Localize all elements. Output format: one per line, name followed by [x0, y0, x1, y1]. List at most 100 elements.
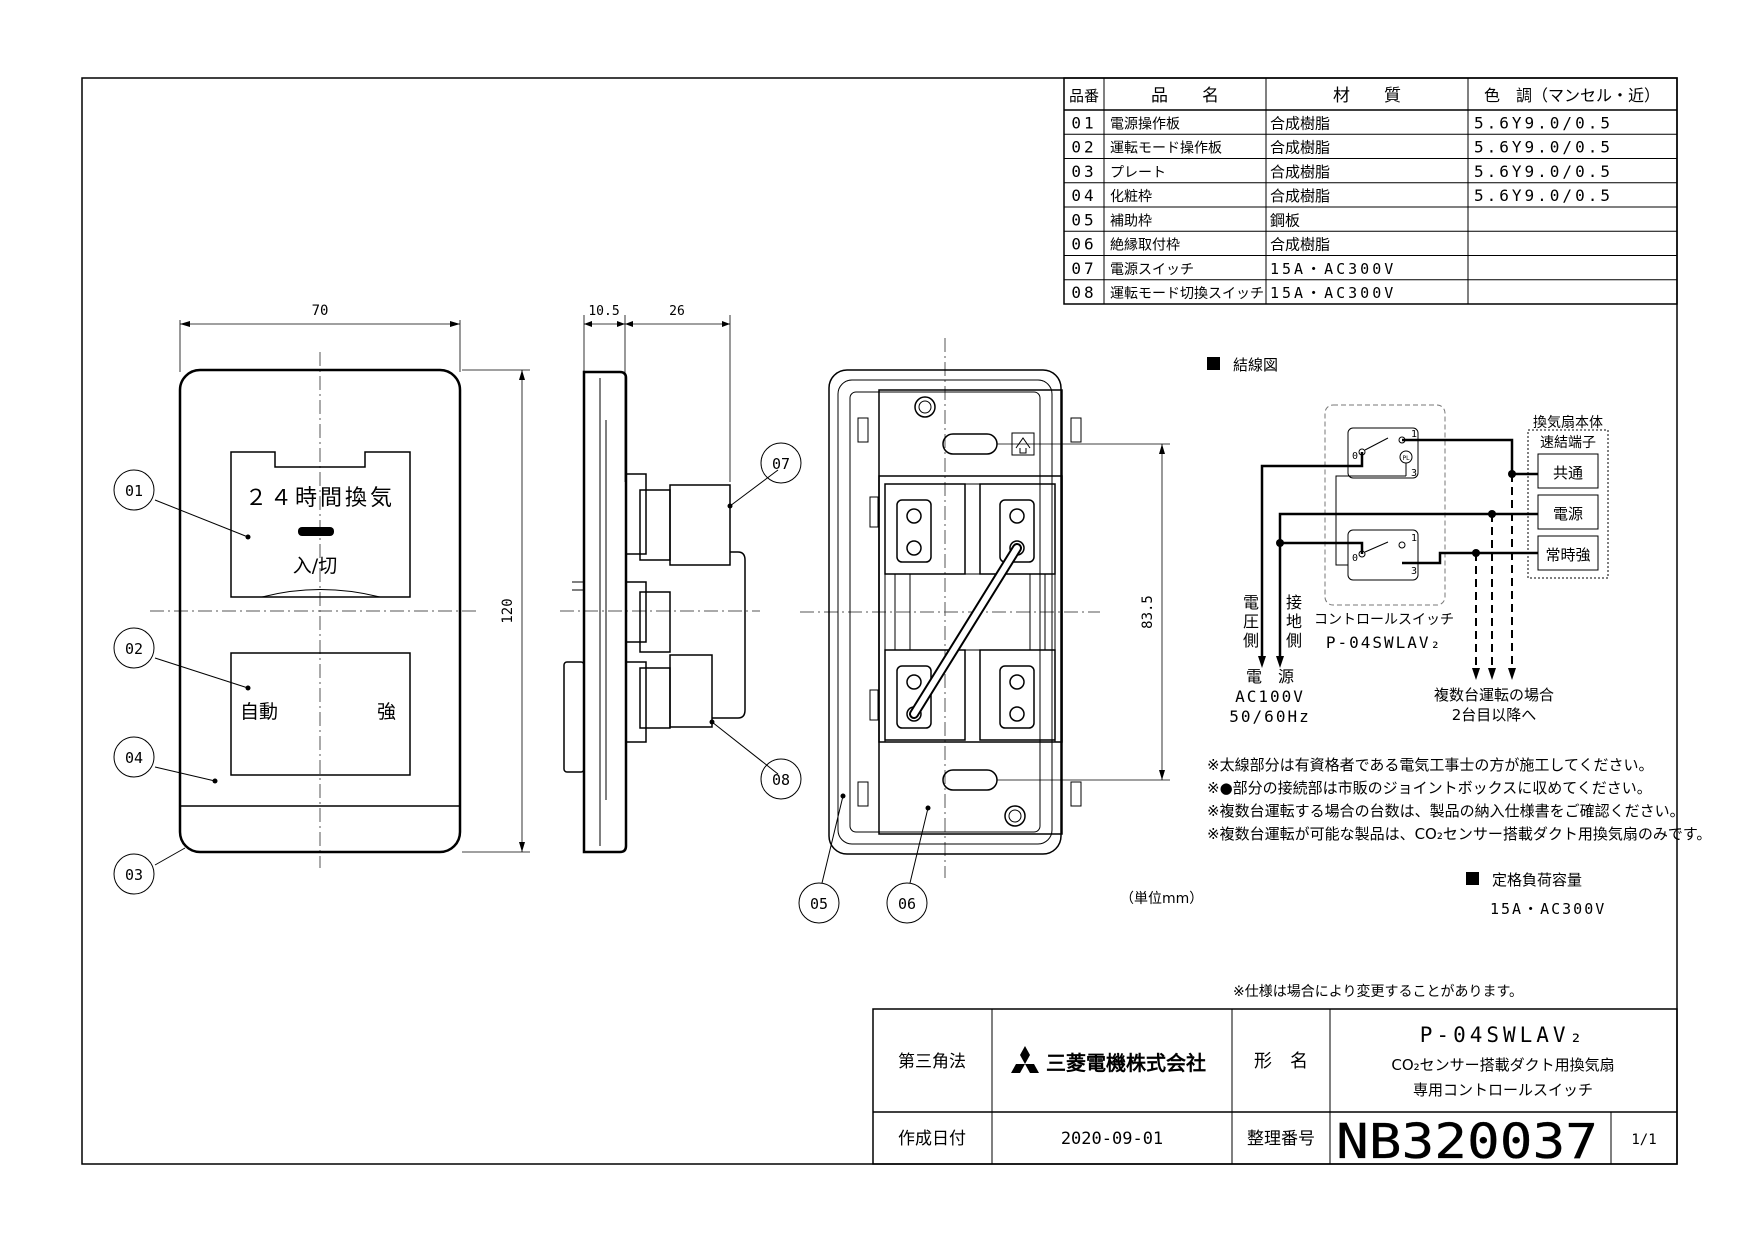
cell-name: 電源スイッチ [1110, 262, 1194, 278]
header-material: 材 質 [1333, 86, 1401, 106]
cell-color: 5.6Y9.0/0.5 [1474, 162, 1613, 181]
rating-title: 定格負荷容量 [1492, 871, 1582, 889]
title-block: 第三角法 三菱電機株式会社 形 名 P-04SWLAV₂ CO₂センサー搭載ダク… [872, 1008, 1678, 1170]
doc-number: NB320037 [1336, 1114, 1598, 1170]
multi-label-1: 複数台運転の場合 [1434, 686, 1554, 704]
cell-no: 06 [1071, 235, 1096, 254]
switch-caption-2: P-04SWLAV₂ [1326, 633, 1442, 652]
callout-04: 04 [125, 749, 143, 767]
pin-bot-0: 0 [1352, 553, 1358, 564]
callout-05: 05 [810, 895, 828, 913]
model-desc-1: CO₂センサー搭載ダクト用換気扇 [1391, 1056, 1614, 1074]
model-number: P-04SWLAV₂ [1420, 1023, 1586, 1047]
switch-caption-1: コントロールスイッチ [1314, 612, 1454, 628]
power-panel [230, 451, 411, 598]
cell-name: 絶縁取付枠 [1110, 238, 1180, 254]
unit-title: 換気扇本体 [1533, 415, 1603, 431]
date-label: 作成日付 [898, 1129, 966, 1149]
doc-label: 整理番号 [1247, 1129, 1315, 1149]
callouts: 01 02 03 04 05 06 07 08 [113, 442, 928, 924]
cell-material: 15A・AC300V [1270, 284, 1396, 302]
cell-material: 15A・AC300V [1270, 260, 1396, 278]
callout-02: 02 [125, 640, 143, 658]
cell-name: プレート [1110, 165, 1166, 181]
terminal-power: 電源 [1553, 505, 1583, 523]
dim-height: 120 [500, 598, 516, 623]
callout-01: 01 [125, 482, 143, 500]
header-name: 品 名 [1151, 86, 1219, 106]
header-no: 品番 [1069, 87, 1099, 105]
cell-no: 01 [1071, 113, 1096, 132]
wiring-title: 結線図 [1233, 356, 1278, 374]
wiring-diagram: 結線図 PL 0 1 3 0 1 3 換気扇本体 速結端子 共通 電源 常時強 [1207, 356, 1609, 726]
notes: ※太線部分は有資格者である電気工事士の方が施工してください。 ※●部分の接続部は… [1207, 756, 1711, 843]
pin-pl: PL [1403, 455, 1411, 462]
pin-top-0: 0 [1352, 451, 1358, 462]
pin-top-3: 3 [1411, 468, 1417, 479]
cell-material: 合成樹脂 [1270, 114, 1330, 132]
indicator-lamp [298, 527, 334, 536]
date-value: 2020-09-01 [1061, 1129, 1163, 1149]
note-1: ※太線部分は有資格者である電気工事士の方が施工してください。 [1207, 756, 1654, 774]
company-name: 三菱電機株式会社 [1046, 1051, 1206, 1075]
rating-value: 15A・AC300V [1490, 900, 1606, 918]
projection: 第三角法 [898, 1052, 966, 1072]
cell-material: 合成樹脂 [1270, 163, 1330, 181]
section-marker [1207, 357, 1220, 370]
cell-no: 05 [1071, 210, 1096, 229]
spec-note: ※仕様は場合により変更することがあります。 [1233, 983, 1523, 1000]
note-2: ※●部分の接続部は市販のジョイントボックスに収めてください。 [1207, 779, 1652, 797]
pin-bot-1: 1 [1411, 533, 1417, 544]
dim-width: 70 [312, 303, 329, 319]
panel1-label: ２４時間換気 [245, 486, 395, 511]
page-number: 1/1 [1631, 1132, 1656, 1148]
panel2-right: 強 [377, 701, 396, 723]
callout-07: 07 [772, 455, 790, 473]
power-freq: 50/60Hz [1229, 707, 1310, 726]
callout-06: 06 [898, 895, 916, 913]
ground-side: 接地側 [1286, 593, 1304, 650]
multi-label-2: 2台目以降へ [1452, 706, 1537, 724]
cell-name: 補助枠 [1110, 213, 1152, 229]
cell-material: 鋼板 [1270, 211, 1300, 229]
power-label: 電 源 [1246, 667, 1294, 686]
panel1-onoff: 入/切 [293, 555, 337, 577]
cell-no: 02 [1071, 138, 1096, 157]
terminal-strong: 常時強 [1545, 546, 1590, 564]
voltage-side: 電圧側 [1243, 593, 1261, 650]
cell-color: 5.6Y9.0/0.5 [1474, 113, 1613, 132]
cell-color: 5.6Y9.0/0.5 [1474, 138, 1613, 157]
pin-top-1: 1 [1411, 429, 1417, 440]
note-3: ※複数台運転する場合の台数は、製品の納入仕様書をご確認ください。 [1207, 802, 1685, 820]
unit-sub: 速結端子 [1540, 435, 1596, 451]
callout-08: 08 [772, 771, 790, 789]
mitsubishi-logo [1011, 1046, 1039, 1073]
power-voltage: AC100V [1235, 687, 1305, 706]
terminal-common: 共通 [1553, 464, 1583, 482]
dim-rear: 83.5 [1140, 595, 1156, 629]
model-desc-2: 専用コントロールスイッチ [1413, 1081, 1593, 1099]
cell-name: 運転モード操作板 [1110, 141, 1222, 157]
side-view: 10.5 26 [560, 304, 779, 854]
cell-material: 合成樹脂 [1270, 187, 1330, 205]
cell-no: 08 [1071, 283, 1096, 302]
cell-no: 04 [1071, 186, 1096, 205]
rear-view: 83.5 [800, 338, 1170, 884]
cell-name: 運転モード切換スイッチ [1110, 286, 1264, 302]
front-view: 70 120 ２４時間換気 入/切 自動 強 [150, 303, 530, 868]
model-label: 形 名 [1254, 1051, 1308, 1072]
pin-bot-3: 3 [1411, 566, 1417, 577]
mode-panel [230, 652, 411, 776]
callout-03: 03 [125, 866, 143, 884]
cell-color: 5.6Y9.0/0.5 [1474, 186, 1613, 205]
cell-material: 合成樹脂 [1270, 236, 1330, 254]
unit-note: （単位mm） [1120, 891, 1203, 907]
dim-side-a: 10.5 [588, 304, 619, 319]
cell-material: 合成樹脂 [1270, 139, 1330, 157]
header-color: 色 調（マンセル・近） [1484, 86, 1660, 105]
cell-no: 03 [1071, 162, 1096, 181]
cell-no: 07 [1071, 259, 1096, 278]
cell-name: 化粧枠 [1110, 189, 1152, 205]
